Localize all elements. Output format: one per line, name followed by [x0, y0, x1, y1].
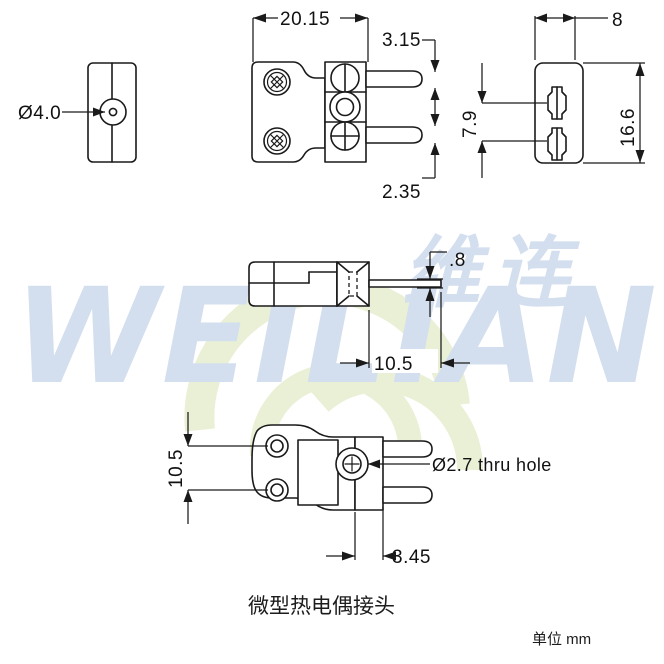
arrow-08-upper: [425, 266, 435, 279]
arrow-16-6-bottom: [635, 150, 645, 163]
arrow-pin-gap-top: [430, 88, 440, 100]
front-shell-screw-upper: [263, 68, 291, 96]
arrow-20-15-right: [355, 13, 368, 23]
arrow-10-5-bottom-upper: [183, 434, 193, 446]
note-thru-hole: Ø2.7 thru hole: [432, 455, 552, 475]
arrow-7-9-upper: [477, 91, 487, 103]
dim-pin-length: 10.5: [374, 354, 413, 375]
bottom-pin-lower: [382, 486, 433, 504]
view-rear-cable-entry: Ø4.0: [18, 62, 137, 163]
front-shell-screw-lower: [263, 127, 291, 155]
end-slot-upper: [547, 86, 567, 120]
arrow-thru-hole: [368, 459, 380, 469]
arrow-3-45-right: [383, 551, 396, 561]
terminal-ring-middle: [329, 91, 361, 123]
bottom-pin-upper: [382, 440, 433, 458]
arrow-pin-gap-bottom: [430, 114, 440, 126]
rear-bore-inner: [108, 107, 118, 117]
arrow-8-left: [535, 13, 547, 23]
side-collar-chamfer-tl: [336, 261, 350, 273]
end-slot-lower: [547, 127, 567, 161]
arrow-3-45-left: [342, 551, 355, 561]
front-pin-upper: [365, 70, 423, 88]
unit-note: 单位 mm: [532, 631, 592, 648]
dim-body-length: 20.15: [280, 9, 330, 30]
view-bottom-plan: 10.5 Ø2.7 thru hole 3.45: [166, 412, 552, 568]
view-side-profile: .8 10.5: [248, 250, 470, 375]
arrow-10-5-side-right: [441, 358, 454, 368]
view-socket-end: 8 7.9 16.6: [460, 10, 645, 178]
dim-flange-thickness: 3.45: [392, 547, 431, 568]
dim-bore-diameter: Ø4.0: [18, 103, 61, 124]
arrow-7-9-lower: [477, 141, 487, 153]
bottom-boss-upper: [265, 434, 289, 458]
arrow-8-right: [563, 13, 575, 23]
arrow-20-15-left: [253, 13, 266, 23]
dim-pin-upper-offset: 3.15: [382, 30, 421, 51]
arrow-08-lower: [425, 288, 435, 301]
dim-20-15-text-bg: [278, 6, 340, 30]
dim-slot-spacing: 7.9: [460, 110, 481, 138]
view-front-plug: 20.15: [251, 6, 440, 203]
bottom-thru-hole: [335, 447, 369, 481]
side-body-outline: [248, 261, 338, 307]
terminal-screw-bottom: [330, 121, 360, 151]
dim-pin-thickness: .8: [449, 250, 466, 271]
front-pin-lower: [365, 126, 423, 144]
arrow-16-6-top: [635, 63, 645, 76]
rear-bore-arrow: [93, 107, 105, 117]
drawing-caption: 微型热电偶接头: [248, 595, 395, 618]
side-collar-chamfer-tr: [356, 261, 370, 273]
side-collar-chamfer-bl: [336, 295, 350, 307]
terminal-screw-top: [330, 63, 360, 93]
arrow-10-5-bottom-lower: [183, 490, 193, 502]
caption-zone: 微型热电偶接头 单位 mm: [0, 586, 664, 664]
dim-slot-offset: 8: [612, 10, 623, 31]
dim-body-height: 16.6: [618, 108, 639, 147]
bottom-center-recess: [297, 439, 339, 506]
arrow-2-35: [430, 143, 440, 155]
side-pin-blade: [368, 279, 442, 288]
dim-pin-lower-offset: 2.35: [382, 182, 421, 203]
side-hidden-bore: [348, 271, 358, 297]
arrow-10-5-side-left: [356, 358, 369, 368]
bottom-boss-lower: [265, 478, 289, 502]
dim-10-5-side-text-bg: [372, 349, 438, 373]
dim-body-width: 10.5: [166, 449, 187, 488]
arrow-3-15: [430, 60, 440, 72]
side-collar: [336, 261, 370, 307]
side-collar-chamfer-br: [356, 295, 370, 307]
